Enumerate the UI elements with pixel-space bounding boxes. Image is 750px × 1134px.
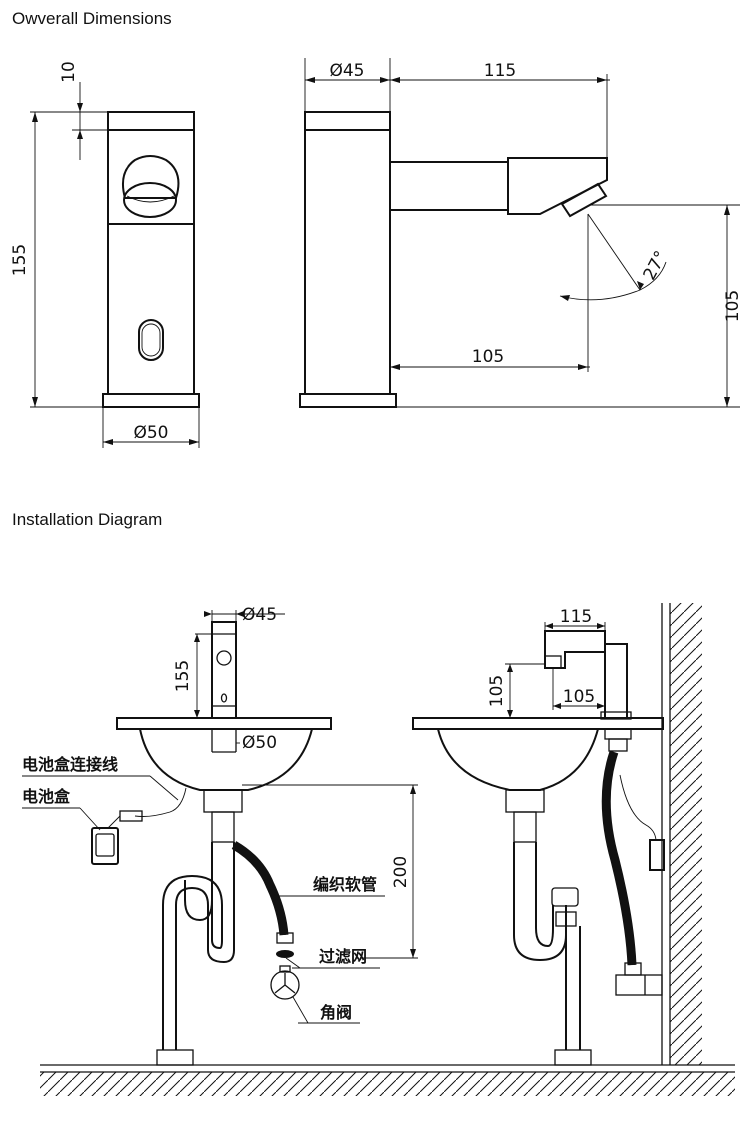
install-dim-height: 155 [173, 660, 193, 692]
label-filter: 过滤网 [319, 947, 367, 966]
dim-spout-reach-text: 105 [472, 347, 504, 367]
handle-knob [122, 155, 180, 218]
side-view: Ø45 115 105 105 27° [299, 58, 743, 408]
install-dim-body-diameter: Ø45 [242, 605, 277, 625]
p-trap-side [513, 842, 567, 962]
spout-arm [390, 161, 509, 211]
spout-head [507, 157, 608, 215]
overall-dimensions-title: Owverall Dimensions [12, 9, 172, 28]
install-dim-base-diameter: Ø50 [242, 733, 277, 753]
battery-box-side [649, 839, 665, 871]
install-dim-spout-length: 115 [560, 607, 592, 627]
basin-bowl-front [139, 728, 313, 791]
angle-valve-side [615, 974, 663, 996]
install-faucet-front [211, 621, 237, 719]
installation-diagram-title: Installation Diagram [12, 510, 163, 529]
dim-spout-height-text: 105 [723, 290, 743, 322]
countertop-front [116, 717, 332, 730]
sensor-window [138, 319, 164, 361]
dim-height-text: 155 [10, 244, 30, 276]
install-dim-hose-depth: 200 [391, 856, 411, 888]
drain-fitting [203, 789, 243, 813]
install-dim-spout-height: 105 [487, 675, 507, 707]
install-faucet-side [604, 643, 628, 719]
label-braided-hose: 编织软管 [313, 875, 377, 894]
front-view: 155 10 Ø50 [10, 61, 200, 448]
dim-angle-text: 27° [640, 248, 672, 284]
battery-box-front [91, 827, 119, 865]
install-side-view: 115 105 105 [412, 603, 702, 1066]
label-angle-valve: 角阀 [320, 1003, 352, 1022]
angle-valve-front [270, 970, 300, 1000]
dim-top-band-text: 10 [59, 61, 79, 83]
braided-hose-side [603, 751, 635, 966]
basin-bowl-side [437, 728, 599, 791]
faucet-body-front [107, 111, 195, 395]
dim-spout-length-text: 115 [484, 61, 516, 81]
install-front-view: Ø45 155 Ø50 200 电 [22, 605, 418, 1066]
label-battery-box: 电池盒 [22, 787, 71, 806]
faucet-base-front [102, 393, 200, 408]
label-battery-box-cable: 电池盒连接线 [22, 755, 118, 774]
dim-body-diameter-text: Ø45 [329, 61, 364, 81]
aerator [560, 182, 608, 218]
countertop-side [412, 717, 664, 730]
p-trap-front [175, 842, 235, 1050]
filter-mesh-front [276, 950, 294, 958]
faucet-body-side [304, 111, 391, 395]
floor [40, 1064, 735, 1096]
dim-base-diameter-text: Ø50 [133, 423, 168, 443]
braided-hose-front [232, 842, 287, 936]
faucet-base-side [299, 393, 397, 408]
install-dim-spout-reach: 105 [563, 687, 595, 707]
